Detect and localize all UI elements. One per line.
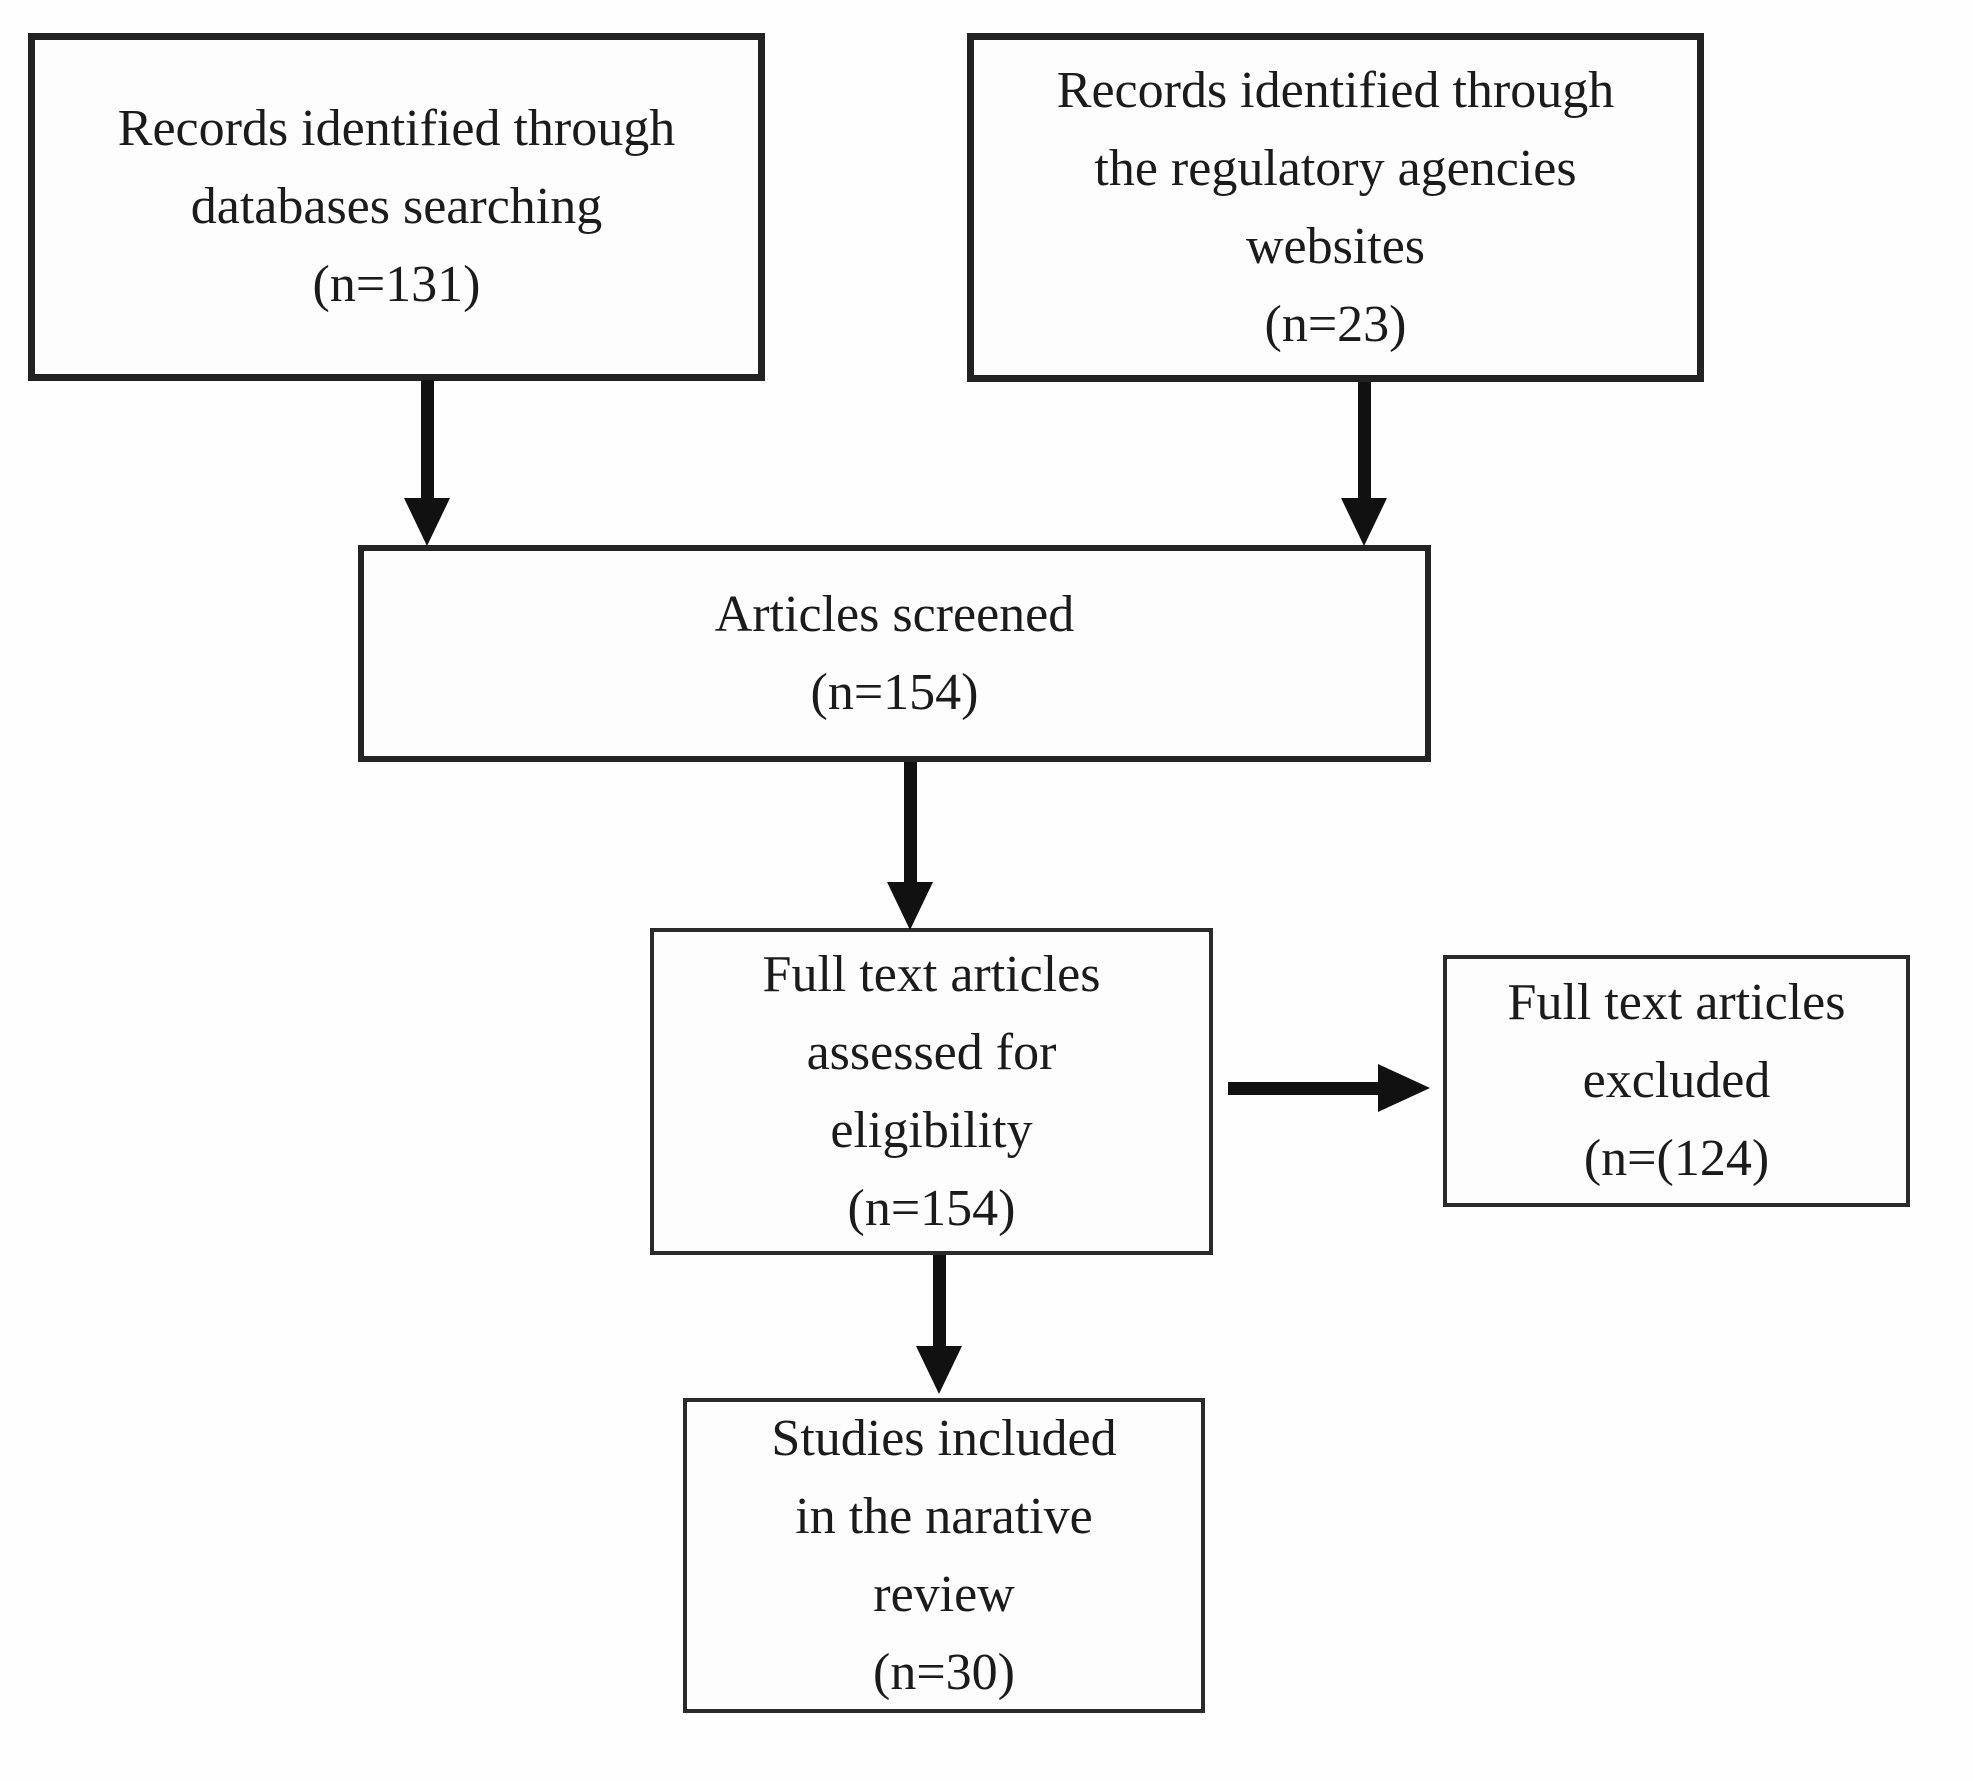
box-studies-included: Studies included in the narative review … bbox=[683, 1398, 1205, 1713]
box-articles-screened: Articles screened (n=154) bbox=[358, 545, 1431, 762]
down-arrow-icon-agencies bbox=[1341, 498, 1387, 546]
box-records-databases: Records identified through databases sea… bbox=[28, 33, 765, 381]
down-arrow-icon-assessed bbox=[916, 1346, 962, 1394]
box-fulltext-excluded: Full text articles excluded (n=(124) bbox=[1443, 955, 1910, 1207]
down-arrow-shaft-assessed bbox=[933, 1255, 946, 1350]
box-fulltext-assessed: Full text articles assessed for eligibil… bbox=[650, 928, 1213, 1255]
down-arrow-icon-databases bbox=[404, 498, 450, 546]
right-arrow-icon-excluded bbox=[1378, 1064, 1430, 1112]
down-arrow-shaft-agencies bbox=[1358, 382, 1371, 502]
right-arrow-shaft-excluded bbox=[1228, 1082, 1380, 1095]
down-arrow-shaft-databases bbox=[421, 380, 434, 502]
down-arrow-icon-screened bbox=[887, 882, 933, 930]
down-arrow-shaft-screened bbox=[904, 762, 917, 894]
box-records-regulatory-agencies: Records identified through the regulator… bbox=[967, 33, 1704, 382]
